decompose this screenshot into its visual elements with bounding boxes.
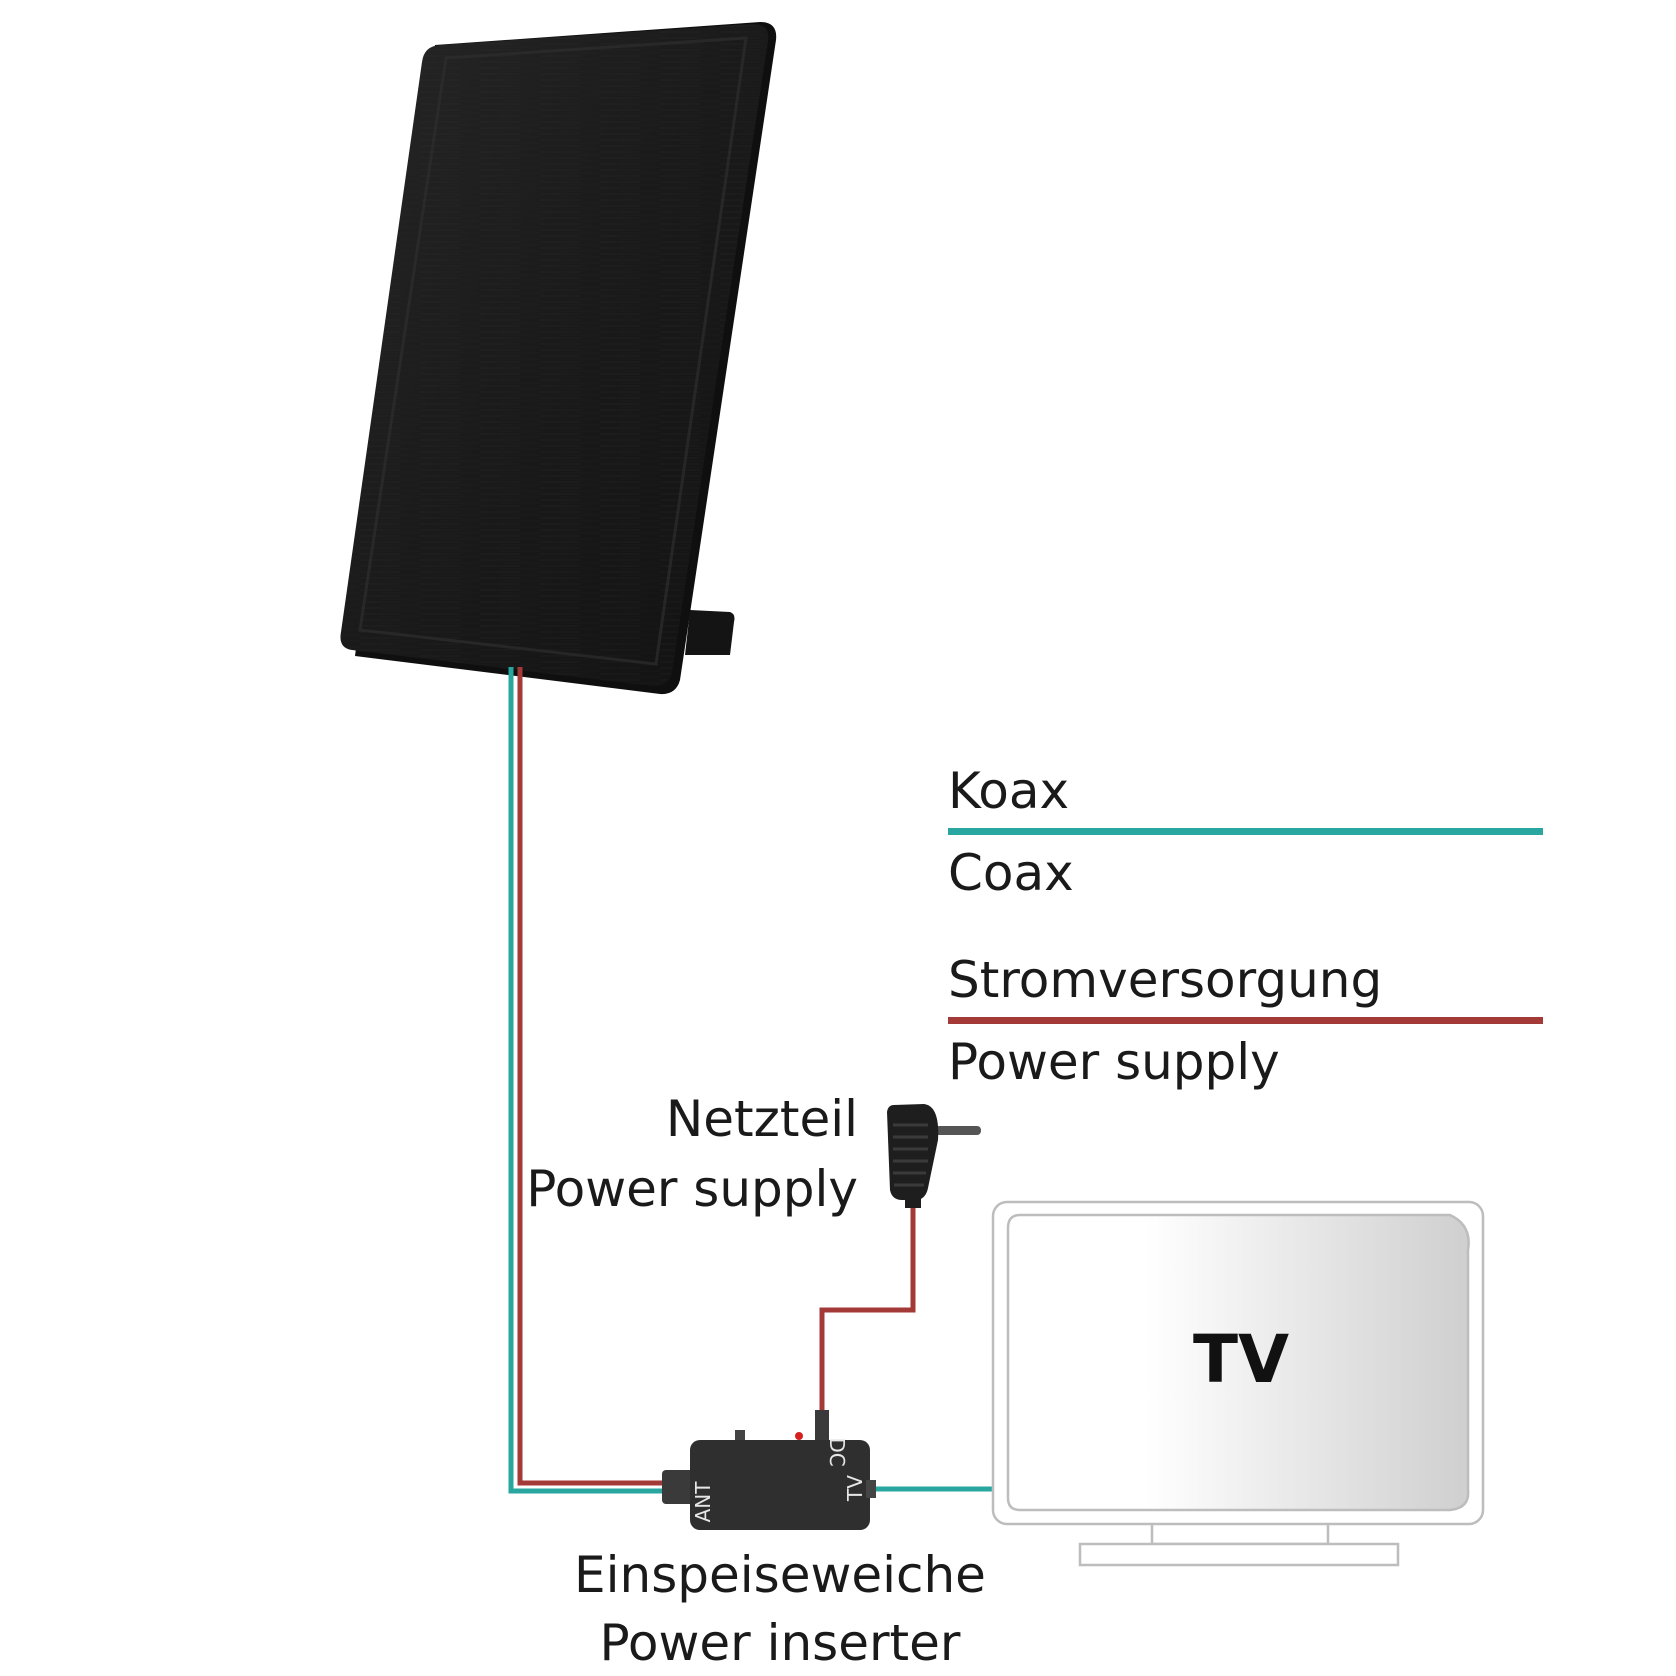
antenna-stand	[685, 610, 735, 655]
inserter-led	[795, 1432, 803, 1440]
port-dc-label: DC	[825, 1437, 849, 1466]
legend-coax-line	[948, 828, 1543, 835]
legend-power-label-en: Power supply	[948, 1033, 1280, 1091]
inserter-tv-connector	[866, 1480, 876, 1498]
port-ant-label: ANT	[691, 1481, 715, 1523]
legend-power-label-de: Stromversorgung	[948, 951, 1382, 1009]
inserter-dc-plug	[815, 1410, 829, 1444]
tv-stand-base	[1078, 1542, 1400, 1567]
adapter-body	[887, 1104, 939, 1200]
power-inserter: ANT DC TV Einspeiseweiche Power inserter	[574, 1410, 986, 1672]
port-tv-label: TV	[843, 1475, 867, 1502]
coax-cable-antenna	[508, 667, 668, 1494]
tv-screen	[1006, 1213, 1470, 1512]
inserter-label-de: Einspeiseweiche	[574, 1546, 986, 1604]
adapter-label-de: Netzteil	[666, 1090, 858, 1148]
power-adapter: Netzteil Power supply	[526, 1090, 981, 1218]
tv-label: TV	[1193, 1321, 1289, 1398]
inserter-label-en: Power inserter	[600, 1614, 961, 1672]
legend-coax-label-en: Coax	[948, 844, 1074, 902]
television: TV	[991, 1200, 1485, 1567]
legend: Koax Coax Stromversorgung Power supply	[948, 762, 1543, 1091]
tv-stand-neck	[1150, 1521, 1330, 1546]
inserter-ant-connector	[662, 1470, 694, 1504]
legend-power-line	[948, 1017, 1543, 1024]
cables	[508, 667, 1000, 1494]
inserter-top-nub	[735, 1430, 745, 1442]
power-cable-antenna	[517, 667, 668, 1486]
adapter-pins	[935, 1126, 981, 1135]
indoor-antenna	[340, 22, 777, 695]
legend-coax-label-de: Koax	[948, 762, 1069, 820]
inserter-body	[690, 1440, 870, 1530]
power-cable-adapter	[819, 1200, 916, 1420]
adapter-label-en: Power supply	[526, 1160, 858, 1218]
